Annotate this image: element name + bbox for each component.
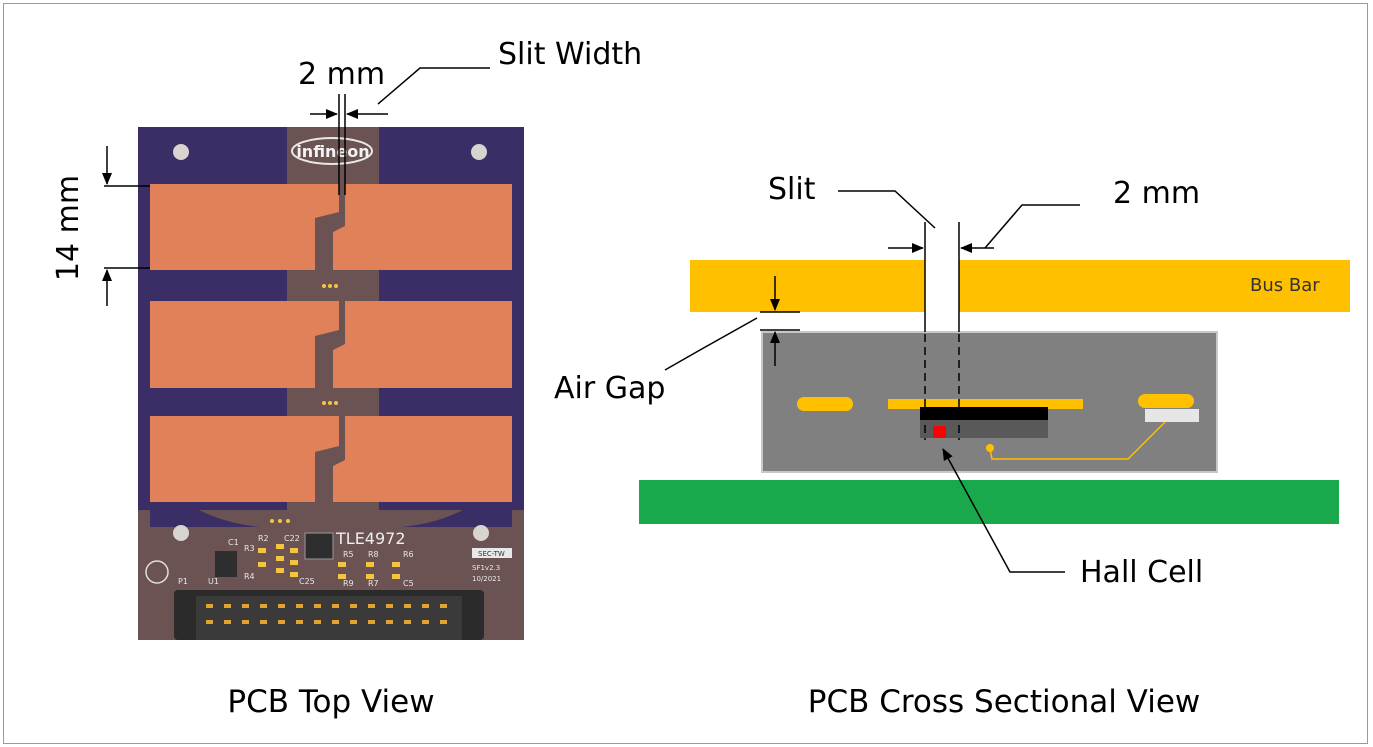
ref-p1: P1 xyxy=(178,577,188,586)
connector-pin xyxy=(224,620,231,624)
pcb-components xyxy=(145,519,512,584)
connector-pin xyxy=(332,604,339,608)
mounting-hole-tl xyxy=(173,144,189,160)
connector-pin xyxy=(242,620,249,624)
cross-section-caption: PCB Cross Sectional View xyxy=(808,684,1201,720)
slit-lines xyxy=(838,190,1080,440)
hall-cell-pointer xyxy=(942,448,1065,573)
connector-pin xyxy=(422,604,429,608)
version-text: SF1v2.3 xyxy=(472,564,500,572)
ref-c5: C5 xyxy=(403,579,414,588)
ref-r5: R5 xyxy=(343,550,354,559)
infineon-logo-text: infineon xyxy=(296,142,369,161)
connector-pin xyxy=(224,604,231,608)
ref-r6: R6 xyxy=(403,550,414,559)
connector-pin xyxy=(440,620,447,624)
connector-pin xyxy=(404,604,411,608)
air-gap-label: Air Gap xyxy=(554,371,665,406)
infineon-logo xyxy=(291,137,373,165)
pin1-marker xyxy=(145,560,169,584)
chip-u1 xyxy=(215,551,237,577)
mounting-hole-br xyxy=(473,525,489,541)
ref-c1: C1 xyxy=(228,538,239,547)
slit-value: 2 mm xyxy=(1113,176,1200,211)
copper-bar-2 xyxy=(150,301,512,388)
ref-r3: R3 xyxy=(244,544,255,553)
slit-label: Slit xyxy=(768,172,816,207)
lead-frame xyxy=(888,399,1083,409)
slit-gap xyxy=(925,256,959,316)
connector-pin xyxy=(278,620,285,624)
ref-u1: U1 xyxy=(208,577,219,586)
connector-pin xyxy=(422,620,429,624)
ref-r8: R8 xyxy=(368,550,379,559)
bond-point xyxy=(986,444,994,452)
connector-pin xyxy=(206,604,213,608)
pcb-corner-right xyxy=(402,470,512,527)
connector-pin xyxy=(350,620,357,624)
lead-left xyxy=(797,397,853,411)
copper-bar-3 xyxy=(150,416,512,502)
slit-width-dimension xyxy=(310,67,490,195)
ref-r7: R7 xyxy=(368,579,379,588)
slit-width-label: Slit Width xyxy=(498,37,642,72)
top-view-caption: PCB Top View xyxy=(227,684,434,720)
bus-bar-label: Bus Bar xyxy=(1250,275,1320,296)
connector-inner xyxy=(196,596,462,640)
connector-pin xyxy=(386,604,393,608)
connector-pin xyxy=(242,604,249,608)
connector-pin xyxy=(314,620,321,624)
connector-pin xyxy=(368,604,375,608)
air-gap-dimension xyxy=(664,276,800,371)
bus-bar xyxy=(690,260,1350,312)
ref-r9: R9 xyxy=(343,579,354,588)
height-value: 14 mm xyxy=(51,175,86,281)
connector-pin xyxy=(350,604,357,608)
die-top xyxy=(920,407,1048,420)
badge-box xyxy=(472,548,512,558)
bond-wire xyxy=(989,421,1166,460)
pad-right xyxy=(1145,409,1199,422)
pcb-top-view: infineon xyxy=(138,127,524,640)
connector-pin xyxy=(296,604,303,608)
mounting-hole-tr xyxy=(471,144,487,160)
connector-pin xyxy=(314,604,321,608)
connector-pin xyxy=(386,620,393,624)
ref-r4: R4 xyxy=(244,572,255,581)
connector-pin xyxy=(296,620,303,624)
pcb-corner-left xyxy=(150,470,260,527)
part-number: TLE4972 xyxy=(335,529,406,548)
connector-pin xyxy=(278,604,285,608)
hall-cell-square xyxy=(933,426,946,438)
connector-pin xyxy=(260,620,267,624)
die-body xyxy=(920,420,1048,438)
ref-c25: C25 xyxy=(299,577,315,586)
connector-pin xyxy=(260,604,267,608)
slit-width-value: 2 mm xyxy=(298,57,385,92)
silkscreen-labels: C1 R2 C22 R3 U1 R4 C25 R5 R8 R6 R9 R7 C5… xyxy=(178,534,505,588)
cross-section-view xyxy=(639,256,1350,524)
lead-right xyxy=(1138,394,1194,408)
connector-pin xyxy=(206,620,213,624)
connector-pin xyxy=(332,620,339,624)
connector-pin xyxy=(404,620,411,624)
hall-cell-label: Hall Cell xyxy=(1080,555,1203,590)
connector-pin xyxy=(440,604,447,608)
copper-bar-1 xyxy=(150,184,512,270)
badge-text: SEC-TW xyxy=(478,550,505,558)
date-text: 10/2021 xyxy=(472,575,501,583)
connector-pins xyxy=(206,604,447,624)
sensor-pads xyxy=(322,284,338,405)
figure-frame xyxy=(3,3,1368,744)
ref-r2: R2 xyxy=(258,534,269,543)
connector-pin xyxy=(368,620,375,624)
height-dimension xyxy=(102,146,150,306)
mounting-hole-bl xyxy=(173,525,189,541)
chip-tle4972 xyxy=(304,532,334,560)
green-pcb xyxy=(639,480,1339,524)
ref-c22: C22 xyxy=(284,534,300,543)
